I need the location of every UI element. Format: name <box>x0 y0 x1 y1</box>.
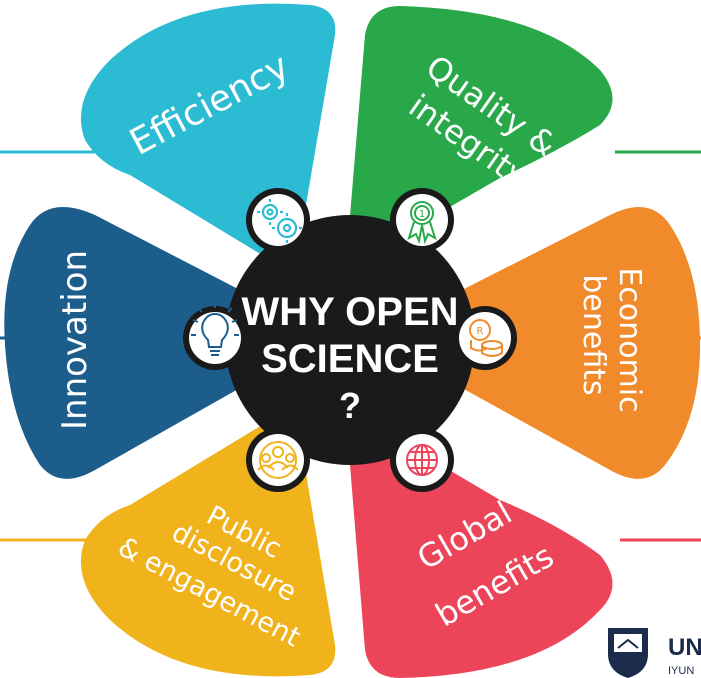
badge-efficiency <box>252 194 304 246</box>
globe-icon <box>406 444 438 476</box>
lightbulb-icon <box>191 302 239 356</box>
label-economic-line1: Economic <box>612 267 647 412</box>
center-title-line1: WHY OPEN <box>241 290 458 334</box>
center-title-line3: ? <box>339 385 361 426</box>
people-group-icon <box>257 441 299 479</box>
petal-global <box>348 428 613 678</box>
university-logo: UN IYUN <box>608 628 701 678</box>
logo-text-line1: UN <box>668 634 701 661</box>
label-economic-line2: benefits <box>576 274 611 395</box>
coins-icon <box>469 319 503 357</box>
logo-text-line2: IYUN <box>668 665 694 677</box>
label-innovation: Innovation <box>55 250 95 430</box>
award-number: 1 <box>419 209 425 220</box>
award-ribbon-icon <box>407 201 437 245</box>
petal-innovation <box>4 207 241 479</box>
coin-symbol: R <box>477 326 484 337</box>
gears-icon <box>257 199 302 243</box>
badge-innovation <box>189 312 241 364</box>
petal-economic <box>462 207 700 479</box>
center-title-line2: SCIENCE <box>261 337 439 381</box>
